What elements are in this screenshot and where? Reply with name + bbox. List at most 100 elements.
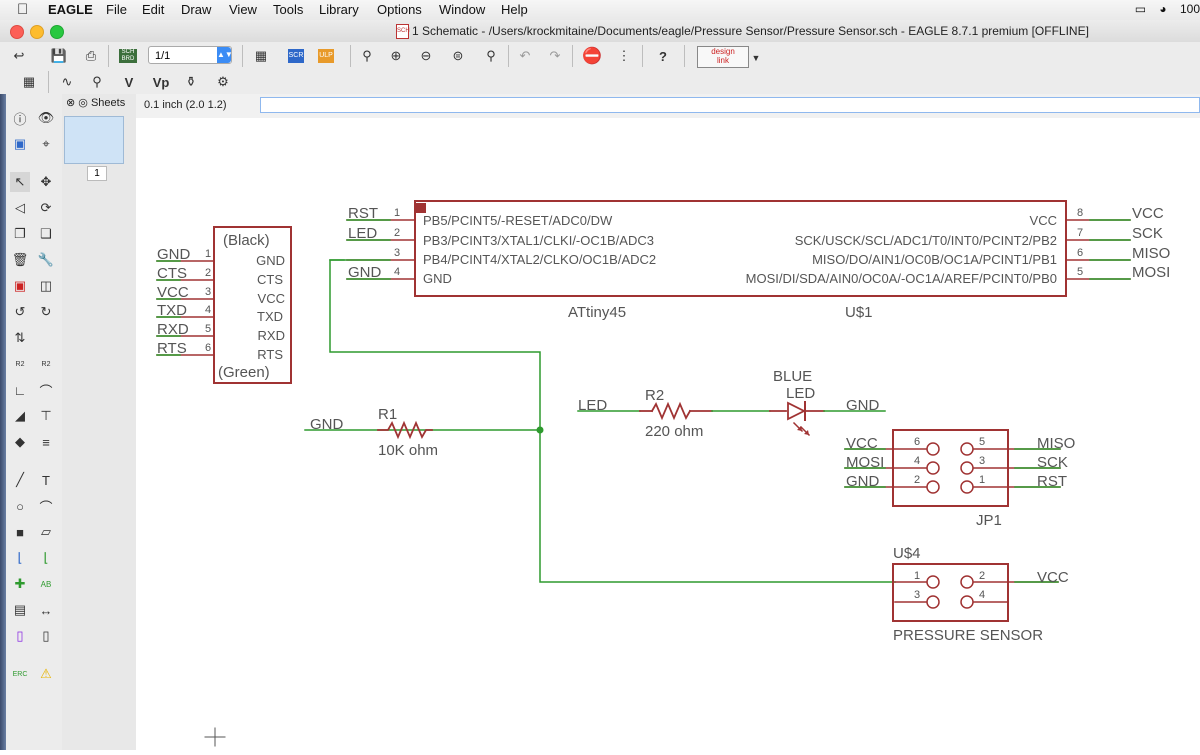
stop-icon[interactable]: ⛔ [582,48,602,65]
zoom-fit-icon[interactable]: ⚲ [362,48,372,63]
zoom-window-button[interactable] [50,25,64,39]
sheet-select[interactable]: 1/1 ▲▼ [148,46,233,64]
zoom-out-icon[interactable]: ⊖ [420,48,432,63]
menu-file[interactable]: File [106,2,127,17]
dimension-icon[interactable]: ↔ [39,602,53,618]
change-icon[interactable]: ◆ [15,434,25,449]
jp1-header[interactable] [844,429,1061,507]
ftdi-header[interactable] [156,226,292,384]
schematic-canvas[interactable]: (Black) (Green) GND CTS VCC TXD RXD RTS … [136,118,1200,750]
menu-edit[interactable]: Edit [142,2,165,17]
sheet-thumbnail[interactable] [64,116,124,164]
attribute-icon[interactable]: ▤ [13,602,27,617]
resistor-r1[interactable] [377,420,433,440]
wifi-icon[interactable]: ◕ [1159,2,1167,16]
mark-icon[interactable]: ⌖ [42,136,50,151]
info-icon[interactable]: ⓘ [13,111,27,127]
split-icon[interactable]: ∟ [13,382,27,398]
add-part-icon[interactable]: ▣ [13,278,27,293]
zoom-redraw-icon[interactable]: ⊜ [452,48,464,63]
polygon-icon[interactable]: ▱ [41,524,51,539]
junction-icon[interactable]: ✚ [14,576,26,591]
undo-icon[interactable]: ↶ [519,48,531,63]
close-window-button[interactable] [10,25,24,39]
resistor-r2[interactable] [577,401,771,421]
eye-icon[interactable]: 👁 [37,110,55,125]
redo-icon[interactable]: ↷ [549,48,561,63]
close-panel-icon[interactable]: ⊗ [66,97,76,109]
bus-icon[interactable]: ⌊ [17,550,23,565]
menu-view[interactable]: View [229,2,257,17]
net-icon[interactable]: ⌊ [43,550,49,565]
optimize-icon[interactable]: ⊤ [40,408,52,423]
zoom-in-icon[interactable]: ⊕ [390,48,402,63]
select-arrow-icon[interactable]: ↖ [10,172,30,192]
minimize-window-button[interactable] [30,25,44,39]
script-icon[interactable]: SCR [288,49,304,63]
rect-icon[interactable]: ■ [16,524,24,540]
apple-icon[interactable]:  [17,1,28,18]
line-icon[interactable]: ╱ [16,472,24,487]
show-icon[interactable]: ⚲ [92,74,102,89]
save-icon[interactable]: 💾 [50,48,68,63]
open-icon[interactable]: ↩ [13,48,25,63]
circle-icon[interactable]: ○ [16,498,24,514]
grid-icon[interactable]: ▦ [22,74,36,89]
chevron-down-icon[interactable]: ▼ [751,53,761,63]
cam-icon[interactable]: ▦ [254,48,268,63]
link-icon[interactable]: ⚱ [185,74,197,89]
schematic-drawing[interactable]: (Black) (Green) GND CTS VCC TXD RXD RTS … [136,118,1200,750]
label-icon[interactable]: AB [40,579,52,589]
sheet-number[interactable]: 1 [87,166,107,181]
menu-library[interactable]: Library [319,2,359,17]
battery-percent[interactable]: 100 [1179,2,1200,16]
led-diode[interactable] [769,401,886,437]
invoke-icon[interactable]: ↺ [14,304,26,319]
paste-special-icon[interactable]: ≡ [42,434,50,450]
layers-icon[interactable]: ▣ [13,136,27,151]
go-icon[interactable]: ⋮ [617,48,631,63]
sch-brd-switch-icon[interactable]: SCH BRD [119,49,137,63]
pressure-sensor-symbol[interactable] [892,563,1059,622]
smash-icon[interactable]: R2 [41,360,51,368]
menu-options[interactable]: Options [377,2,422,17]
module-icon[interactable]: ▯ [42,628,50,643]
menu-app-name[interactable]: EAGLE [48,2,93,17]
wire-icon[interactable]: ∿ [61,74,73,89]
print-icon[interactable]: ⎙ [85,48,97,63]
menu-draw[interactable]: Draw [181,2,212,17]
value-p-icon[interactable]: Vp [152,74,170,90]
command-input[interactable] [260,97,1200,113]
value-icon[interactable]: V [124,74,134,90]
copy-icon[interactable]: ❐ [14,226,26,241]
arc-icon[interactable]: ⌒ [39,499,53,515]
attiny45-symbol[interactable] [329,200,1131,297]
airplay-icon[interactable]: ▭ [1134,2,1147,16]
paste-icon[interactable]: ❑ [40,226,52,241]
pinswap-icon[interactable]: ⇅ [14,330,26,345]
move-icon[interactable]: ✥ [40,174,52,189]
mirror-icon[interactable]: ◁ [15,200,25,215]
rotate-icon[interactable]: ⟳ [40,200,52,215]
desktop-edge [0,94,6,750]
frame-icon[interactable]: ▯ [16,628,24,643]
delete-icon[interactable]: 🗑 [11,252,29,267]
gateswap-icon[interactable]: ↻ [40,304,52,319]
design-link-button[interactable]: design link [697,46,749,68]
wrench-icon[interactable]: 🔧 [37,252,55,267]
menu-window[interactable]: Window [439,2,486,17]
text-icon[interactable]: T [42,472,50,488]
zoom-select-icon[interactable]: ⚲ [486,48,496,63]
menu-tools[interactable]: Tools [273,2,304,17]
name-icon[interactable]: R2 [15,360,25,368]
help-icon[interactable]: ? [659,48,667,64]
settings-gear-icon[interactable]: ⚙ [217,74,229,89]
slice-icon[interactable]: ◢ [15,408,25,423]
erc-icon[interactable]: ERC [12,670,28,678]
menu-help[interactable]: Help [501,2,528,17]
ulp-icon[interactable]: ULP [318,49,334,63]
warning-icon[interactable]: ⚠ [40,666,52,681]
miter-icon[interactable]: ⌒ [39,383,53,399]
ftdi-net-label: RXD [157,321,189,338]
replace-icon[interactable]: ◫ [39,278,53,293]
